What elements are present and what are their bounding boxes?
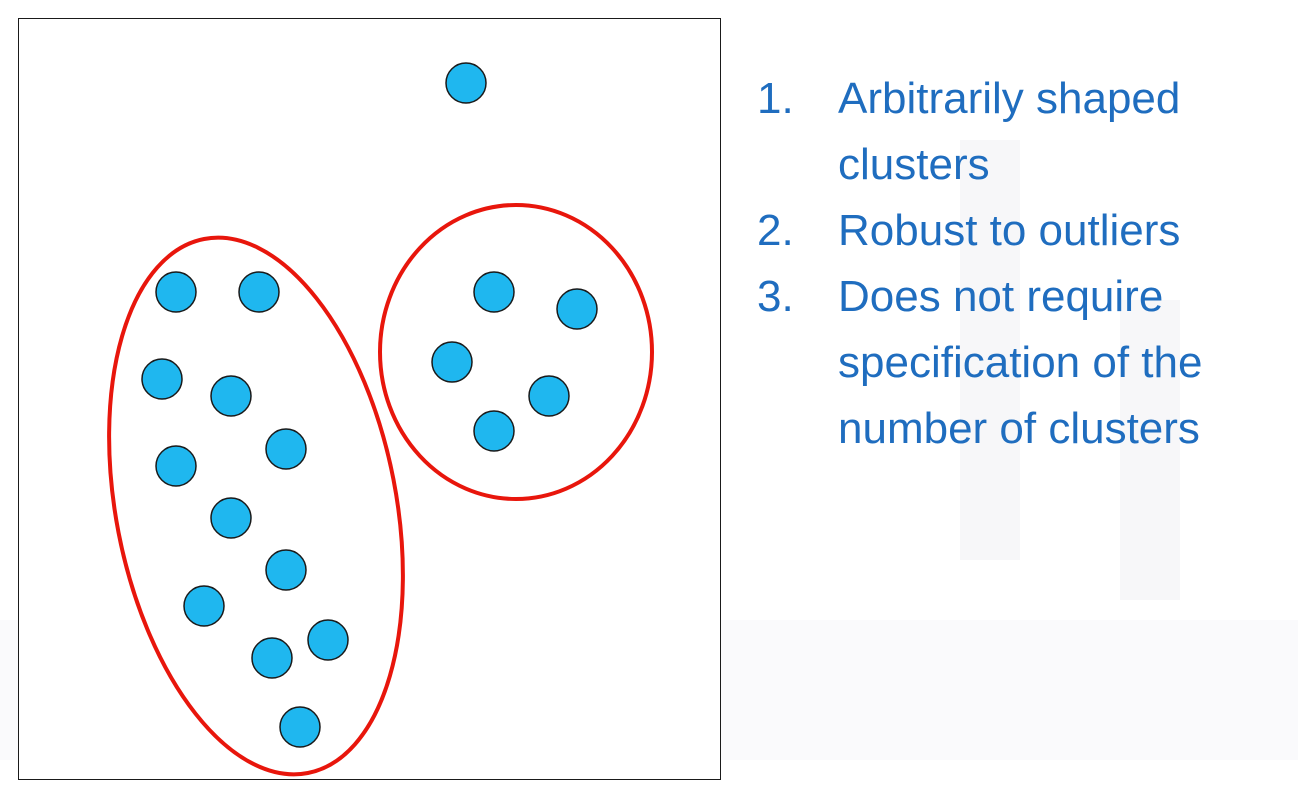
cluster-point — [307, 619, 349, 661]
list-item-text: Robust to outliers — [838, 206, 1181, 255]
cluster-point — [210, 497, 252, 539]
outlier-point — [445, 62, 487, 104]
list-item: 2. Robust to outliers — [757, 198, 1287, 264]
cluster-point — [183, 585, 225, 627]
cluster-point — [238, 271, 280, 313]
elongated-cluster-outline — [107, 235, 405, 777]
cluster-diagram-canvas — [107, 62, 654, 777]
list-item-text: Does not require specification of the nu… — [838, 272, 1203, 453]
cluster-point — [556, 288, 598, 330]
cluster-diagram — [18, 18, 721, 780]
dbscan-advantages-list: 1. Arbitrarily shaped clusters 2. Robust… — [757, 66, 1287, 462]
cluster-point — [473, 271, 515, 313]
list-item: 3. Does not require specification of the… — [757, 264, 1287, 462]
cluster-point — [279, 706, 321, 748]
list-item: 1. Arbitrarily shaped clusters — [757, 66, 1287, 198]
list-item-number: 2. — [757, 206, 794, 255]
list-item-text: Arbitrarily shaped clusters — [838, 74, 1181, 189]
list-item-number: 1. — [757, 74, 794, 123]
cluster-point — [473, 410, 515, 452]
cluster-point — [265, 428, 307, 470]
cluster-point — [210, 375, 252, 417]
cluster-point — [141, 358, 183, 400]
cluster-point — [431, 341, 473, 383]
cluster-point — [155, 271, 197, 313]
cluster-point — [528, 375, 570, 417]
round-cluster-outline — [378, 203, 654, 501]
cluster-point — [155, 445, 197, 487]
cluster-point — [265, 549, 307, 591]
cluster-point — [251, 637, 293, 679]
list-item-number: 3. — [757, 272, 794, 321]
